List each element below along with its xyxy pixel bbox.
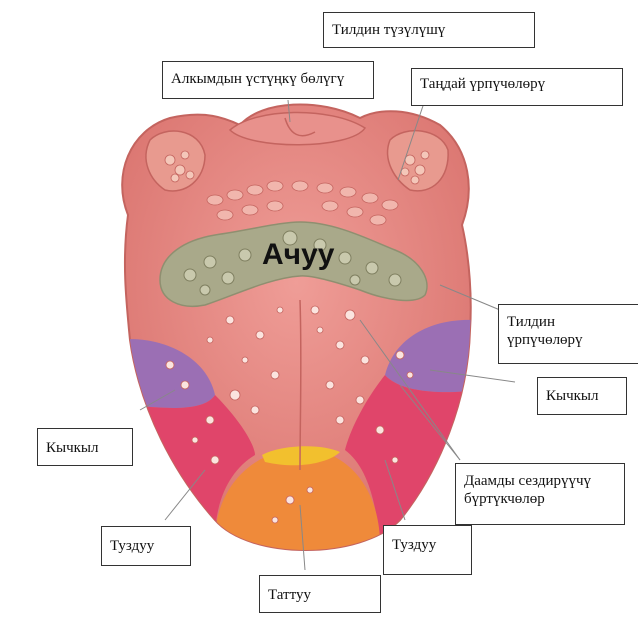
sour-left-label: Кычкыл bbox=[37, 428, 133, 466]
salty-right-label: Туздуу bbox=[383, 525, 472, 575]
sour-right-label: Кычкыл bbox=[537, 377, 627, 415]
salty-left-label: Туздуу bbox=[101, 526, 191, 566]
sweet-label: Таттуу bbox=[259, 575, 381, 613]
throat-top-label: Алкымдын үстүңкү бөлүгү bbox=[162, 61, 374, 99]
taste-buds-label: Даамды сездирүүчү бүртүкчөлөр bbox=[455, 463, 625, 525]
palatine-tonsils-label: Таңдай үрпүчөлөрү bbox=[411, 68, 623, 106]
bitter-label: Ачуу bbox=[262, 238, 334, 272]
title-label: Тилдин түзүлүшү bbox=[323, 12, 535, 48]
tongue-papillae-label: Тилдин үрпүчөлөрү bbox=[498, 304, 638, 364]
